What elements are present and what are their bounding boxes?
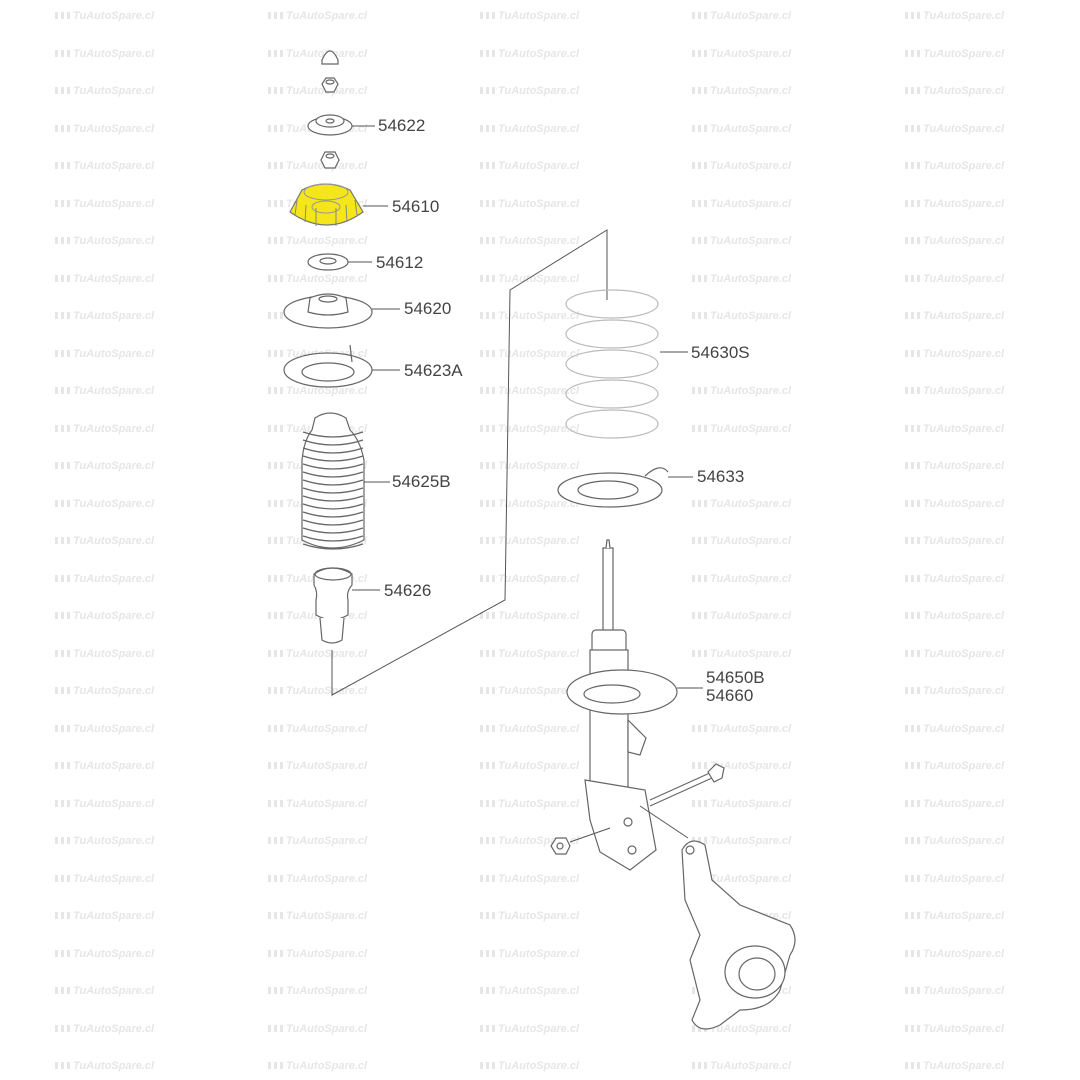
- bellows-ring: [302, 527, 364, 534]
- bellows-ring: [302, 503, 364, 510]
- part-54626-bumper-stopper[interactable]: [313, 567, 380, 644]
- part-54650B-strut-assembly[interactable]: [566, 539, 703, 871]
- steering-knuckle: [639, 805, 796, 1030]
- bellows-ring: [302, 439, 364, 446]
- bellows-ring: [302, 511, 364, 518]
- label-54612[interactable]: 54612: [376, 253, 424, 272]
- highlight-fill: [289, 183, 364, 226]
- bellows-ring: [302, 479, 364, 486]
- bellows-ring: [302, 447, 364, 454]
- part-54620-spring-seat-upper[interactable]: [283, 293, 400, 329]
- label-54625B[interactable]: 54625B: [392, 472, 451, 491]
- bellows-ring: [302, 519, 364, 526]
- spring-coil: [565, 409, 659, 439]
- label-54650B[interactable]: 54650B: [706, 668, 765, 687]
- label-54620[interactable]: 54620: [404, 299, 452, 318]
- nut-middle: [320, 151, 340, 169]
- assembly-line: [331, 229, 608, 696]
- part-54623A-pad[interactable]: [283, 344, 400, 388]
- label-54630S[interactable]: 54630S: [691, 343, 750, 362]
- label-54660[interactable]: 54660: [706, 686, 754, 705]
- part-54633-spring-seat-lower[interactable]: [557, 467, 693, 508]
- bellows-ring: [302, 471, 364, 478]
- spring-coil: [565, 379, 659, 409]
- bolt: [649, 763, 725, 807]
- nut-upper: [321, 77, 339, 93]
- part-54622-washer[interactable]: [307, 114, 375, 136]
- bellows-ring: [302, 495, 364, 502]
- bellows-ring: [302, 455, 364, 462]
- bellows-ring: [302, 487, 364, 494]
- label-54633[interactable]: 54633: [697, 467, 745, 486]
- part-54610-insulator-highlighted[interactable]: [289, 183, 388, 226]
- label-54626[interactable]: 54626: [384, 581, 432, 600]
- label-54622[interactable]: 54622: [378, 116, 426, 135]
- cap-nut: [321, 50, 339, 65]
- bellows-ring: [302, 543, 364, 550]
- label-54623A[interactable]: 54623A: [404, 361, 463, 380]
- part-54612-bearing[interactable]: [307, 253, 372, 271]
- spring-coil: [565, 319, 659, 349]
- label-54610[interactable]: 54610: [392, 197, 440, 216]
- part-54630S-coil-spring[interactable]: [565, 289, 659, 439]
- bellows-ring: [302, 535, 364, 542]
- spring-coil: [565, 349, 659, 379]
- bellows-ring: [302, 431, 364, 438]
- part-54625B-dust-cover[interactable]: [301, 412, 390, 550]
- nut-lower: [550, 827, 611, 855]
- bellows-ring: [302, 463, 364, 470]
- spring-coil: [565, 289, 659, 319]
